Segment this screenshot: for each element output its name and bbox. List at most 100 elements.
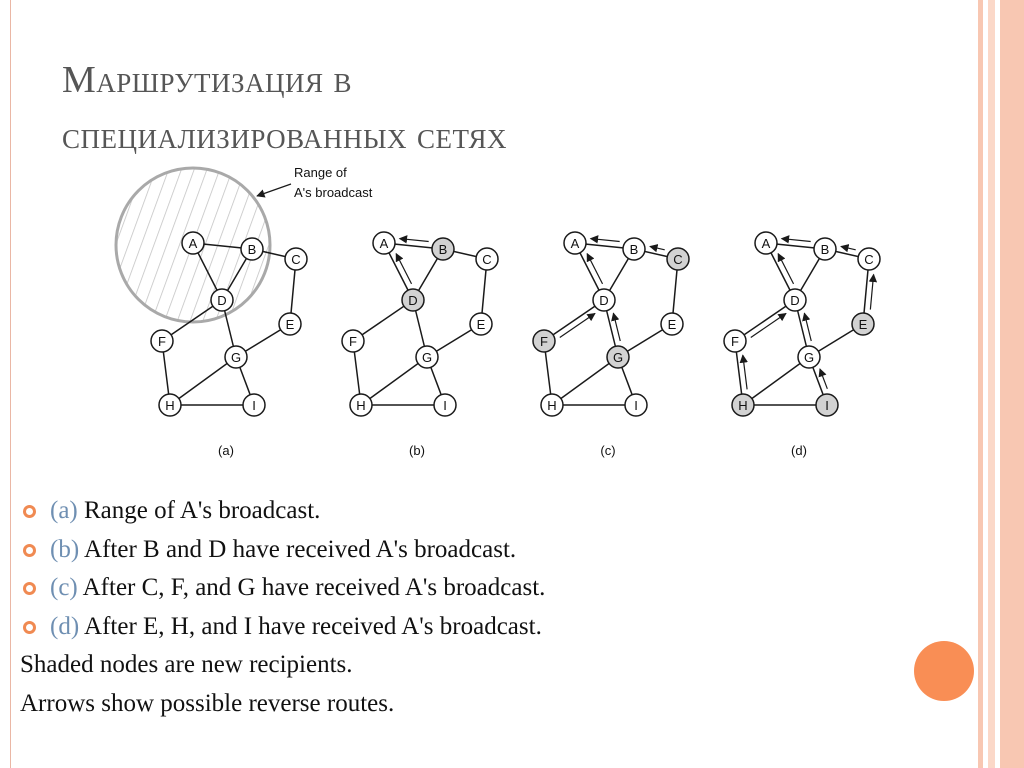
caption-bullet-a: (a) Range of A's broadcast. bbox=[20, 492, 545, 531]
node-D: D bbox=[401, 288, 425, 312]
node-label: E bbox=[286, 317, 295, 332]
node-circle bbox=[540, 393, 564, 417]
node-label: D bbox=[790, 293, 799, 308]
node-label: F bbox=[158, 334, 166, 349]
node-H: H bbox=[731, 393, 755, 417]
node-E: E bbox=[469, 312, 493, 336]
node-circle bbox=[150, 329, 174, 353]
reverse-route-arrow bbox=[559, 312, 596, 338]
node-label: A bbox=[189, 236, 198, 251]
node-C: C bbox=[475, 247, 499, 271]
node-G: G bbox=[224, 345, 248, 369]
node-label: E bbox=[477, 317, 486, 332]
caption-list: (a) Range of A's broadcast. (b) After B … bbox=[20, 492, 545, 723]
slide-frame-line bbox=[10, 0, 11, 768]
panel-label: (b) bbox=[409, 443, 425, 458]
node-H: H bbox=[158, 393, 182, 417]
edge-D-F bbox=[543, 299, 605, 342]
node-circle bbox=[242, 393, 266, 417]
broadcast-diagram: Range of A's broadcast A B C D E F G H I (a) A B C D E… bbox=[114, 165, 881, 458]
node-circle bbox=[622, 237, 646, 261]
node-circle bbox=[431, 237, 455, 261]
node-A: A bbox=[181, 231, 205, 255]
node-label: G bbox=[804, 350, 814, 365]
caption-bullet-d: (d) After E, H, and I have received A's … bbox=[20, 608, 545, 647]
node-circle bbox=[349, 393, 373, 417]
node-circle bbox=[592, 288, 616, 312]
node-label: D bbox=[217, 293, 226, 308]
node-circle bbox=[433, 393, 457, 417]
node-label: B bbox=[821, 242, 830, 257]
panel-label: (a) bbox=[218, 443, 234, 458]
caption-bullet-c: (c) After C, F, and G have received A's … bbox=[20, 569, 545, 608]
caption-tag: (d) bbox=[50, 612, 80, 640]
caption-note-shaded: Shaded nodes are new recipients. bbox=[20, 651, 353, 678]
node-circle bbox=[783, 288, 807, 312]
node-circle bbox=[210, 288, 234, 312]
node-circle bbox=[606, 345, 630, 369]
edge-D-F bbox=[161, 299, 223, 342]
node-circle bbox=[532, 329, 556, 353]
node-circle bbox=[372, 231, 396, 255]
node-label: C bbox=[864, 252, 873, 267]
node-circle bbox=[415, 345, 439, 369]
node-circle bbox=[278, 312, 302, 336]
node-label: G bbox=[231, 350, 241, 365]
node-I: I bbox=[815, 393, 839, 417]
node-label: I bbox=[634, 398, 638, 413]
node-circle bbox=[797, 345, 821, 369]
node-E: E bbox=[851, 312, 875, 336]
caption-tag: (b) bbox=[50, 535, 80, 563]
node-B: B bbox=[622, 237, 646, 261]
edge-G-H bbox=[169, 356, 237, 406]
reverse-route-arrow bbox=[649, 244, 665, 253]
node-label: F bbox=[540, 334, 548, 349]
node-circle bbox=[224, 345, 248, 369]
node-label: C bbox=[291, 252, 300, 267]
node-H: H bbox=[349, 393, 373, 417]
node-D: D bbox=[210, 288, 234, 312]
node-label: H bbox=[547, 398, 556, 413]
reverse-route-arrow bbox=[586, 252, 604, 285]
node-B: B bbox=[240, 237, 264, 261]
node-label: D bbox=[599, 293, 608, 308]
node-circle bbox=[469, 312, 493, 336]
node-label: G bbox=[613, 350, 623, 365]
node-D: D bbox=[783, 288, 807, 312]
node-circle bbox=[158, 393, 182, 417]
node-A: A bbox=[754, 231, 778, 255]
node-circle bbox=[731, 393, 755, 417]
node-label: B bbox=[248, 242, 257, 257]
caption-bullet-b: (b) After B and D have received A's broa… bbox=[20, 531, 545, 570]
range-callout: Range of A's broadcast bbox=[256, 165, 373, 200]
panel-label: (c) bbox=[600, 443, 615, 458]
node-label: E bbox=[859, 317, 868, 332]
node-label: A bbox=[571, 236, 580, 251]
reverse-route-arrow bbox=[868, 273, 878, 310]
reverse-route-arrow bbox=[780, 235, 811, 244]
node-C: C bbox=[284, 247, 308, 271]
node-label: B bbox=[439, 242, 448, 257]
node-H: H bbox=[540, 393, 564, 417]
decor-stripe-1 bbox=[978, 0, 983, 768]
reverse-route-arrow bbox=[611, 312, 621, 342]
decor-stripe-2 bbox=[988, 0, 995, 768]
reverse-route-arrow bbox=[818, 368, 828, 390]
node-label: A bbox=[380, 236, 389, 251]
node-C: C bbox=[857, 247, 881, 271]
node-label: D bbox=[408, 293, 417, 308]
node-label: H bbox=[738, 398, 747, 413]
node-circle bbox=[181, 231, 205, 255]
node-circle bbox=[341, 329, 365, 353]
node-label: I bbox=[825, 398, 829, 413]
node-label: I bbox=[443, 398, 447, 413]
decor-stripe-3 bbox=[1000, 0, 1024, 768]
node-label: C bbox=[673, 252, 682, 267]
node-circle bbox=[815, 393, 839, 417]
panel-label: (d) bbox=[791, 443, 807, 458]
reverse-route-arrow bbox=[840, 244, 856, 253]
node-label: F bbox=[349, 334, 357, 349]
node-circle bbox=[660, 312, 684, 336]
